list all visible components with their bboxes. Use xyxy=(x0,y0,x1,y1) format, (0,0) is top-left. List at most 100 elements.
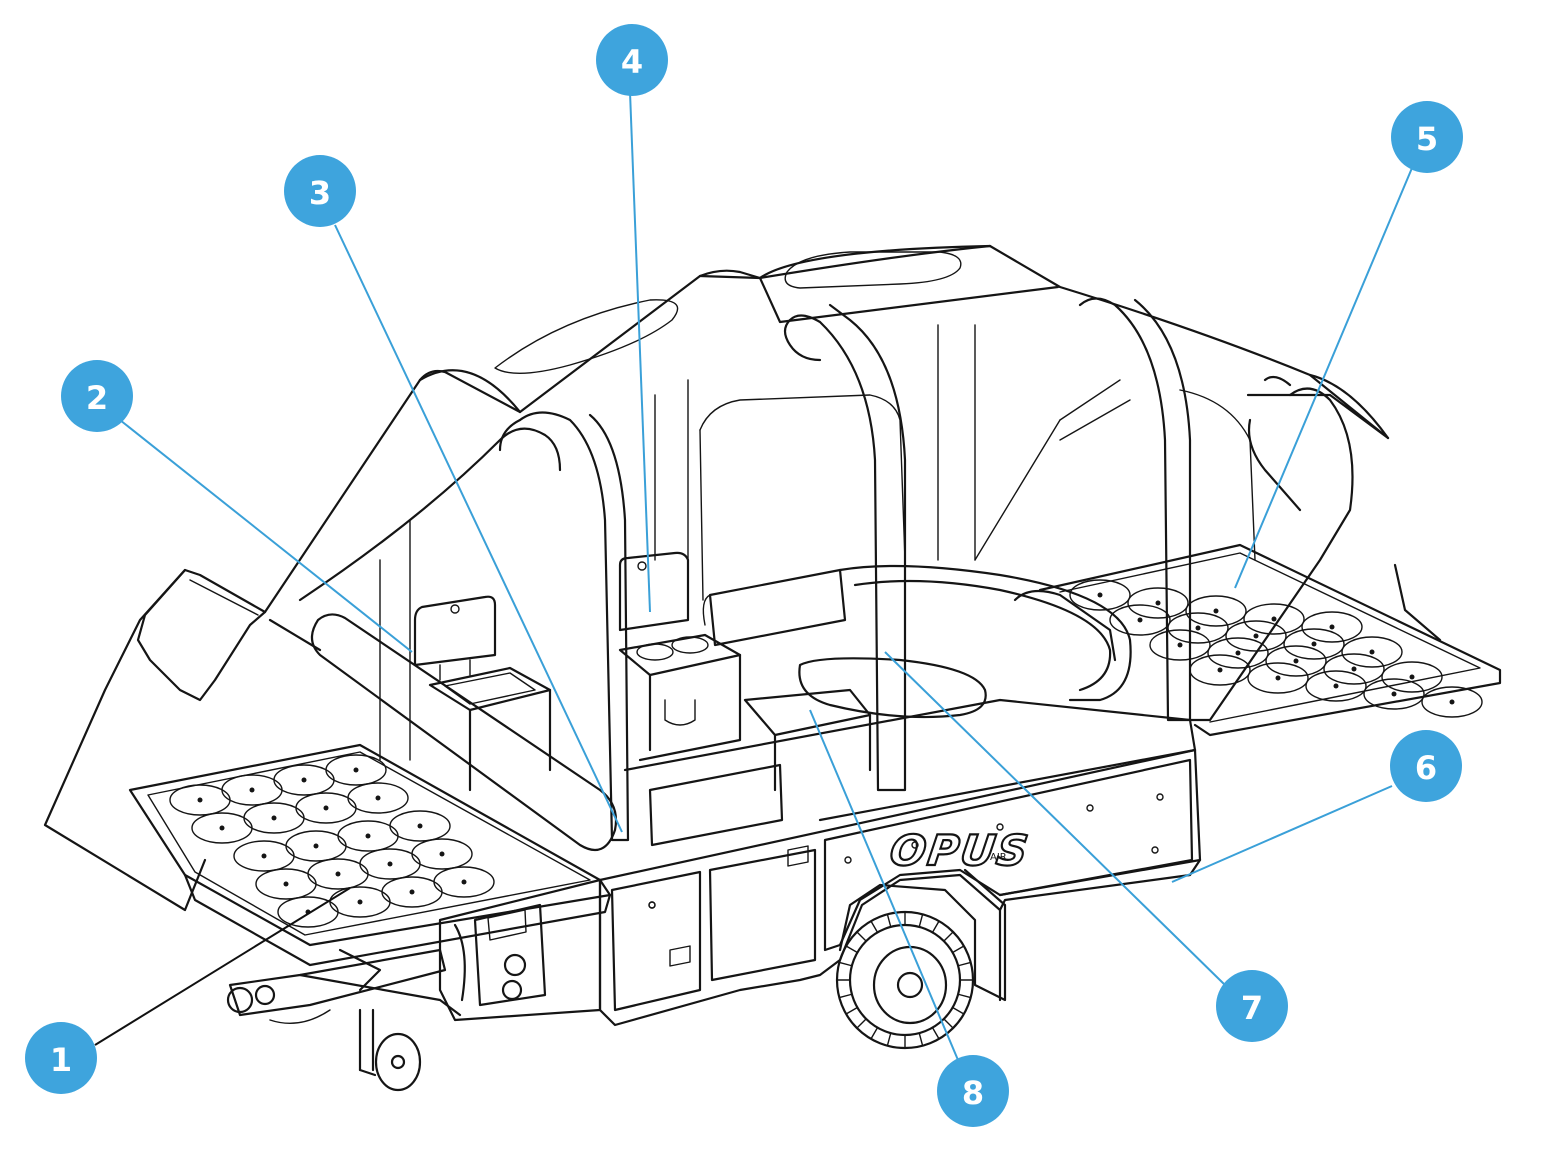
bed-pad xyxy=(1323,653,1385,685)
bed-pad-dot xyxy=(249,787,255,793)
bed-pad-dot xyxy=(261,853,267,859)
bed-pad-dot xyxy=(439,851,445,857)
tyre-tread xyxy=(839,961,852,967)
bed-pad-dot xyxy=(1351,666,1357,672)
bed-pad-dot xyxy=(1449,699,1455,705)
bed-pad xyxy=(1207,637,1269,669)
tyre-tread xyxy=(958,961,971,967)
bed-pad-dot xyxy=(1369,649,1375,655)
bed-pad-dot xyxy=(461,879,467,885)
tyre-tread xyxy=(952,1007,964,1015)
svg-text:7: 7 xyxy=(1241,989,1263,1027)
bed-pad-dot xyxy=(301,777,307,783)
front-box xyxy=(438,878,602,1022)
leader-8 xyxy=(809,709,959,1061)
bed-pad xyxy=(433,866,495,898)
tyre-tread xyxy=(839,993,852,999)
bed-pad-dot xyxy=(283,881,289,887)
bed-pad-dot xyxy=(1253,633,1259,639)
rivet xyxy=(648,901,656,909)
bed-pad-dot xyxy=(271,815,277,821)
callout-3: 3 xyxy=(284,155,356,227)
tyre-tread xyxy=(932,921,940,933)
bed-pad xyxy=(1301,611,1363,643)
callout-6: 6 xyxy=(1390,730,1462,802)
bed-pad xyxy=(1189,654,1251,686)
tyre-tread xyxy=(952,945,964,953)
svg-text:6: 6 xyxy=(1415,749,1437,787)
svg-text:3: 3 xyxy=(309,174,331,212)
bed-pad-dot xyxy=(1409,674,1415,680)
bed-pad-dot xyxy=(365,833,371,839)
tyre-tread xyxy=(870,921,878,933)
bed-pad-dot xyxy=(1391,691,1397,697)
bed-pad-dot xyxy=(353,767,359,773)
tyre-tread xyxy=(886,914,892,927)
bed-pad-dot xyxy=(1217,667,1223,673)
svg-text:4: 4 xyxy=(621,43,643,81)
bed-pad-dot xyxy=(335,871,341,877)
trailer-body: AIR OPUS xyxy=(598,698,1202,1027)
bed-pad-dot xyxy=(1275,675,1281,681)
tyre-tread xyxy=(943,1018,954,1029)
bed-pad xyxy=(1069,579,1131,611)
tyre-tread xyxy=(932,1027,940,1039)
bed-right xyxy=(1038,543,1502,737)
bed-pad-dot xyxy=(197,797,203,803)
air-beams xyxy=(268,297,1354,852)
bed-pad xyxy=(389,810,451,842)
bed-pad-dot xyxy=(1177,642,1183,648)
bed-pad xyxy=(1305,670,1367,702)
svg-text:1: 1 xyxy=(50,1041,72,1079)
tyre-tread xyxy=(918,914,924,927)
tyre-tread xyxy=(870,1027,878,1039)
bed-left xyxy=(128,743,612,967)
svg-text:2: 2 xyxy=(86,379,108,417)
rivet xyxy=(996,823,1004,831)
lounge-seat xyxy=(702,564,1132,702)
drawbar xyxy=(226,948,462,1072)
rivet xyxy=(911,841,919,849)
bed-pad xyxy=(1363,678,1425,710)
brand-logo: OPUS xyxy=(887,826,1033,875)
tyre-tread xyxy=(856,1018,867,1029)
bed-pad xyxy=(1127,587,1189,619)
sink-unit xyxy=(413,595,552,792)
tyre-tread xyxy=(846,1007,858,1015)
leader-1 xyxy=(94,887,351,1046)
bed-pad-dot xyxy=(1271,616,1277,622)
bed-pad xyxy=(1341,636,1403,668)
rivet xyxy=(1151,846,1159,854)
callout-5: 5 xyxy=(1391,101,1463,173)
bed-pad xyxy=(1225,620,1287,652)
bed-pad xyxy=(1421,686,1483,718)
bed-pad-dot xyxy=(1097,592,1103,598)
bed-pad xyxy=(1243,603,1305,635)
callout-7: 7 xyxy=(1216,970,1288,1042)
leader-lines xyxy=(94,91,1413,1061)
callout-4: 4 xyxy=(596,24,668,96)
callout-2: 2 xyxy=(61,360,133,432)
bed-pad xyxy=(1185,595,1247,627)
tyre-tread xyxy=(846,945,858,953)
tyre-tread xyxy=(958,993,971,999)
svg-text:5: 5 xyxy=(1416,120,1438,158)
bed-pad xyxy=(1283,628,1345,660)
rivet xyxy=(1156,793,1164,801)
leader-4 xyxy=(629,91,651,613)
bed-pad xyxy=(1167,612,1229,644)
leader-6 xyxy=(1171,785,1393,883)
bed-pad-dot xyxy=(1155,600,1161,606)
leader-7 xyxy=(884,651,1226,986)
bed-pad xyxy=(411,838,473,870)
tent-canopy xyxy=(43,244,1390,912)
bed-pad-dot xyxy=(1329,624,1335,630)
rivet xyxy=(1086,804,1094,812)
svg-text:8: 8 xyxy=(962,1074,984,1112)
jockey-wheel xyxy=(358,1032,422,1092)
bed-pad-dot xyxy=(1137,617,1143,623)
bed-pad xyxy=(1265,645,1327,677)
stove-unit xyxy=(618,551,742,762)
bed-pad-dot xyxy=(1195,625,1201,631)
